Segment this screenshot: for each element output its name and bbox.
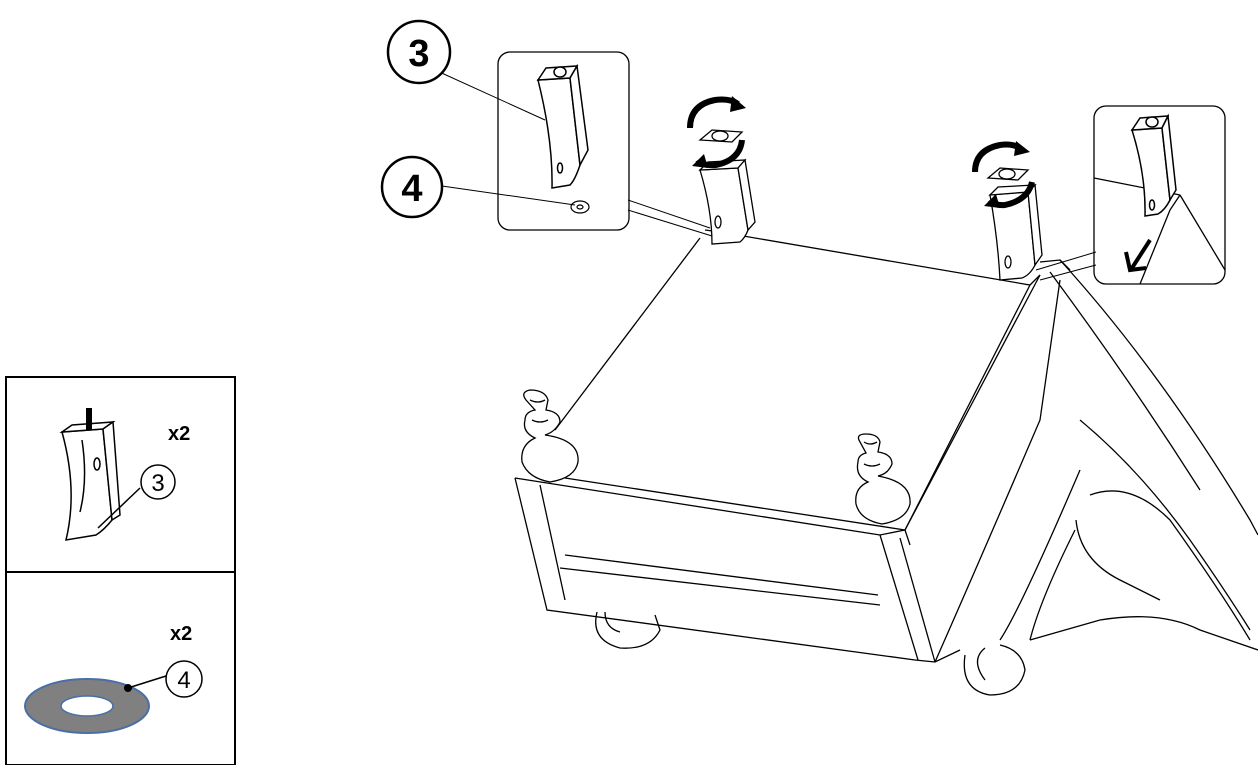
leg-leader-line [97,487,141,529]
detail-leader-left-1 [627,199,711,229]
leg-bolt [86,408,92,430]
leg-quantity: x2 [168,423,190,445]
detail-leader-right-2 [1039,264,1097,281]
rotate-arrowhead-2 [692,154,708,168]
rotate-arrowhead-1 [730,96,746,112]
parts-panel: 3 x2 4 x2 [5,376,236,766]
detail-leader-left-2 [627,209,713,237]
parts-washer-item: 4 x2 [24,623,203,734]
detail-right-leg-icon [1130,113,1177,217]
detail-inset-left [497,51,713,237]
rotate-arrowhead-4 [984,194,1000,208]
callout-4-number: 4 [401,168,422,210]
washer-callout-number: 4 [177,667,190,694]
leg-callout-circle [140,464,176,500]
armrest-side [999,259,1258,651]
rotate-arrowhead-3 [1014,141,1030,156]
callout-4-circle [380,155,444,219]
leg-callout-number: 3 [151,470,164,497]
chair-leg-icon [59,420,121,541]
callout-4: 4 [380,155,576,219]
washer-leader-line [127,675,167,689]
callout-3: 3 [386,19,546,121]
down-arrow-icon [1124,238,1152,273]
callout-3-number: 3 [408,33,429,75]
washer-callout-circle [165,660,203,698]
bun-foot-front-right [855,433,911,525]
callout-3-leader [434,69,546,121]
bun-foot-front-left [521,389,579,483]
detail-inset-right [1035,105,1226,285]
back-left-leg [698,129,756,245]
callout-3-circle [386,19,452,85]
washer-icon [24,678,150,734]
detail-leader-right-1 [1035,251,1097,271]
callout-4-leader [441,185,576,206]
detail-washer-icon [570,200,590,214]
parts-leg-item: 3 x2 [59,408,190,541]
detail-leg-icon [536,63,589,189]
sofa-base [514,229,1061,696]
washer-quantity: x2 [170,623,192,645]
